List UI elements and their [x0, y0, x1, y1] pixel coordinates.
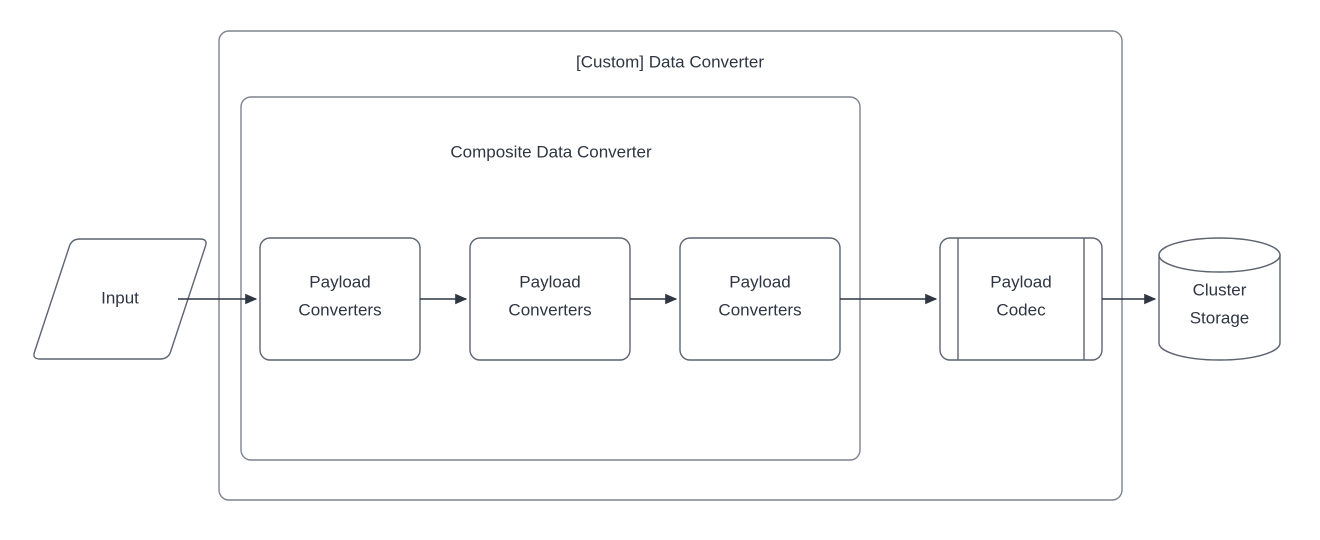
node-cluster-storage-label-line2: Storage	[1190, 308, 1250, 327]
node-payload-converters-1-label-line2: Converters	[298, 300, 381, 319]
node-cluster-storage[interactable]: Cluster Storage	[1158, 237, 1281, 361]
node-payload-codec-label-line2: Codec	[996, 300, 1046, 319]
container-custom-data-converter[interactable]: [Custom] Data Converter	[218, 30, 1123, 501]
container-composite-data-converter[interactable]: Composite Data Converter	[240, 96, 861, 461]
node-payload-codec-label-line1: Payload	[990, 272, 1051, 291]
node-payload-converters-3[interactable]: Payload Converters	[679, 237, 841, 361]
node-payload-converters-1-label-line1: Payload	[309, 272, 370, 291]
node-payload-codec[interactable]: Payload Codec	[939, 237, 1103, 361]
node-payload-converters-3-label-line2: Converters	[718, 300, 801, 319]
node-payload-converters-2-label-line2: Converters	[508, 300, 591, 319]
node-cluster-storage-label-line1: Cluster	[1193, 280, 1247, 299]
container-composite-data-converter-label: Composite Data Converter	[450, 142, 652, 161]
node-payload-converters-2[interactable]: Payload Converters	[469, 237, 631, 361]
node-payload-converters-2-label-line1: Payload	[519, 272, 580, 291]
node-input[interactable]: Input	[33, 238, 207, 360]
node-input-label: Input	[101, 288, 139, 307]
node-payload-converters-3-label-line1: Payload	[729, 272, 790, 291]
node-payload-converters-1[interactable]: Payload Converters	[259, 237, 421, 361]
container-custom-data-converter-label: [Custom] Data Converter	[576, 52, 764, 71]
